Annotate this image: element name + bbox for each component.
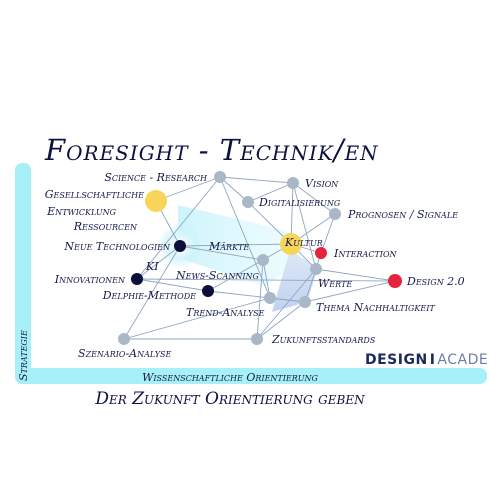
orientation-axis-label: Wissenschaftliche Orientierung xyxy=(142,371,318,384)
edge-vision-digitalisierung xyxy=(247,182,294,203)
label-ki: KI xyxy=(145,260,159,273)
logo-part-design: DESIGN xyxy=(365,352,428,368)
edge-science-gesellschaftliche xyxy=(155,176,221,202)
node-kultur xyxy=(280,233,302,255)
label-szenario: Szenario-Analyse xyxy=(78,347,171,360)
label-design20: Design 2.0 xyxy=(406,275,465,288)
label-vision: Vision xyxy=(305,177,339,190)
orientation-axis-bar xyxy=(15,368,487,384)
edge-news-scanning-zukunftsstandards xyxy=(256,259,264,340)
page-title: Foresight - Technik/en xyxy=(44,133,379,167)
label-kultur: Kultur xyxy=(284,236,323,249)
node-digitalisierung xyxy=(242,196,254,208)
edge-werte-design20 xyxy=(315,268,396,282)
edge-science-innovationen xyxy=(136,176,221,280)
strategy-axis-bar xyxy=(15,163,31,382)
label-innovationen: Innovationen xyxy=(54,273,126,286)
logo-part-acade: ACADE xyxy=(437,352,488,368)
edge-neue-technologien-news-scanning xyxy=(179,245,264,261)
edge-vision-prognosen xyxy=(292,182,336,215)
node-szenario xyxy=(118,333,130,345)
logo-separator: I xyxy=(430,352,436,368)
strategy-axis-label: Strategie xyxy=(17,330,30,381)
label-interaction: Interaction xyxy=(333,247,397,260)
node-science xyxy=(214,171,226,183)
edge-trend-analyse-szenario xyxy=(123,297,271,340)
edge-science-digitalisierung xyxy=(219,176,249,203)
cyan-highlight-area xyxy=(178,205,300,286)
edge-vision-werte xyxy=(292,182,317,270)
label-nachhaltigkeit: Thema Nachhaltigkeit xyxy=(316,301,435,314)
label-news-scanning: News-Scanning xyxy=(175,269,259,282)
label-layer: Science - Research VisionDigitalisierungP… xyxy=(45,171,465,360)
label-maerkte: Märkte xyxy=(208,240,249,253)
edge-prognosen-interaction xyxy=(320,213,336,254)
label-zukunftsstandards: Zukunftsstandards xyxy=(271,333,376,346)
node-werte xyxy=(310,263,322,275)
edge-neue-technologien-szenario xyxy=(123,245,181,340)
node-nachhaltigkeit xyxy=(299,296,311,308)
label-science: Science - Research xyxy=(104,171,208,184)
edge-news-scanning-trend-analyse xyxy=(262,259,271,299)
edge-nachhaltigkeit-design20 xyxy=(304,280,396,303)
edge-science-vision xyxy=(219,176,294,184)
label-digitalisierung: Digitalisierung xyxy=(258,196,341,209)
edge-neue-technologien-innovationen xyxy=(136,245,181,280)
edge-news-scanning-delphie xyxy=(207,259,264,292)
page-subtitle: Der Zukunft Orientierung geben xyxy=(94,389,365,409)
node-trend-analyse xyxy=(264,292,276,304)
node-design20 xyxy=(388,274,402,288)
edge-innovationen-delphie xyxy=(136,278,209,292)
edge-neue-technologien-kultur xyxy=(179,243,292,247)
label-delphie: Delphie-Methode xyxy=(102,289,196,302)
node-neue-technologien xyxy=(174,240,186,252)
edge-nachhaltigkeit-zukunftsstandards xyxy=(256,301,306,340)
node-innovationen xyxy=(131,273,143,285)
node-news-scanning xyxy=(257,254,269,266)
label-trend-analyse: Trend-Analyse xyxy=(186,306,265,319)
node-gesellschaftliche xyxy=(145,190,167,212)
node-prognosen xyxy=(329,208,341,220)
label-prognosen: Prognosen / Signale xyxy=(347,208,458,221)
node-interaction xyxy=(315,247,327,259)
label-neue-technologien: Neue Technologien xyxy=(63,240,171,253)
node-zukunftsstandards xyxy=(251,333,263,345)
node-delphie xyxy=(202,285,214,297)
label-ressourcen: Ressourcen xyxy=(73,220,138,233)
edge-innovationen-design20 xyxy=(136,278,396,282)
label-werte: Werte xyxy=(318,277,352,290)
node-layer xyxy=(118,171,402,345)
node-vision xyxy=(287,177,299,189)
